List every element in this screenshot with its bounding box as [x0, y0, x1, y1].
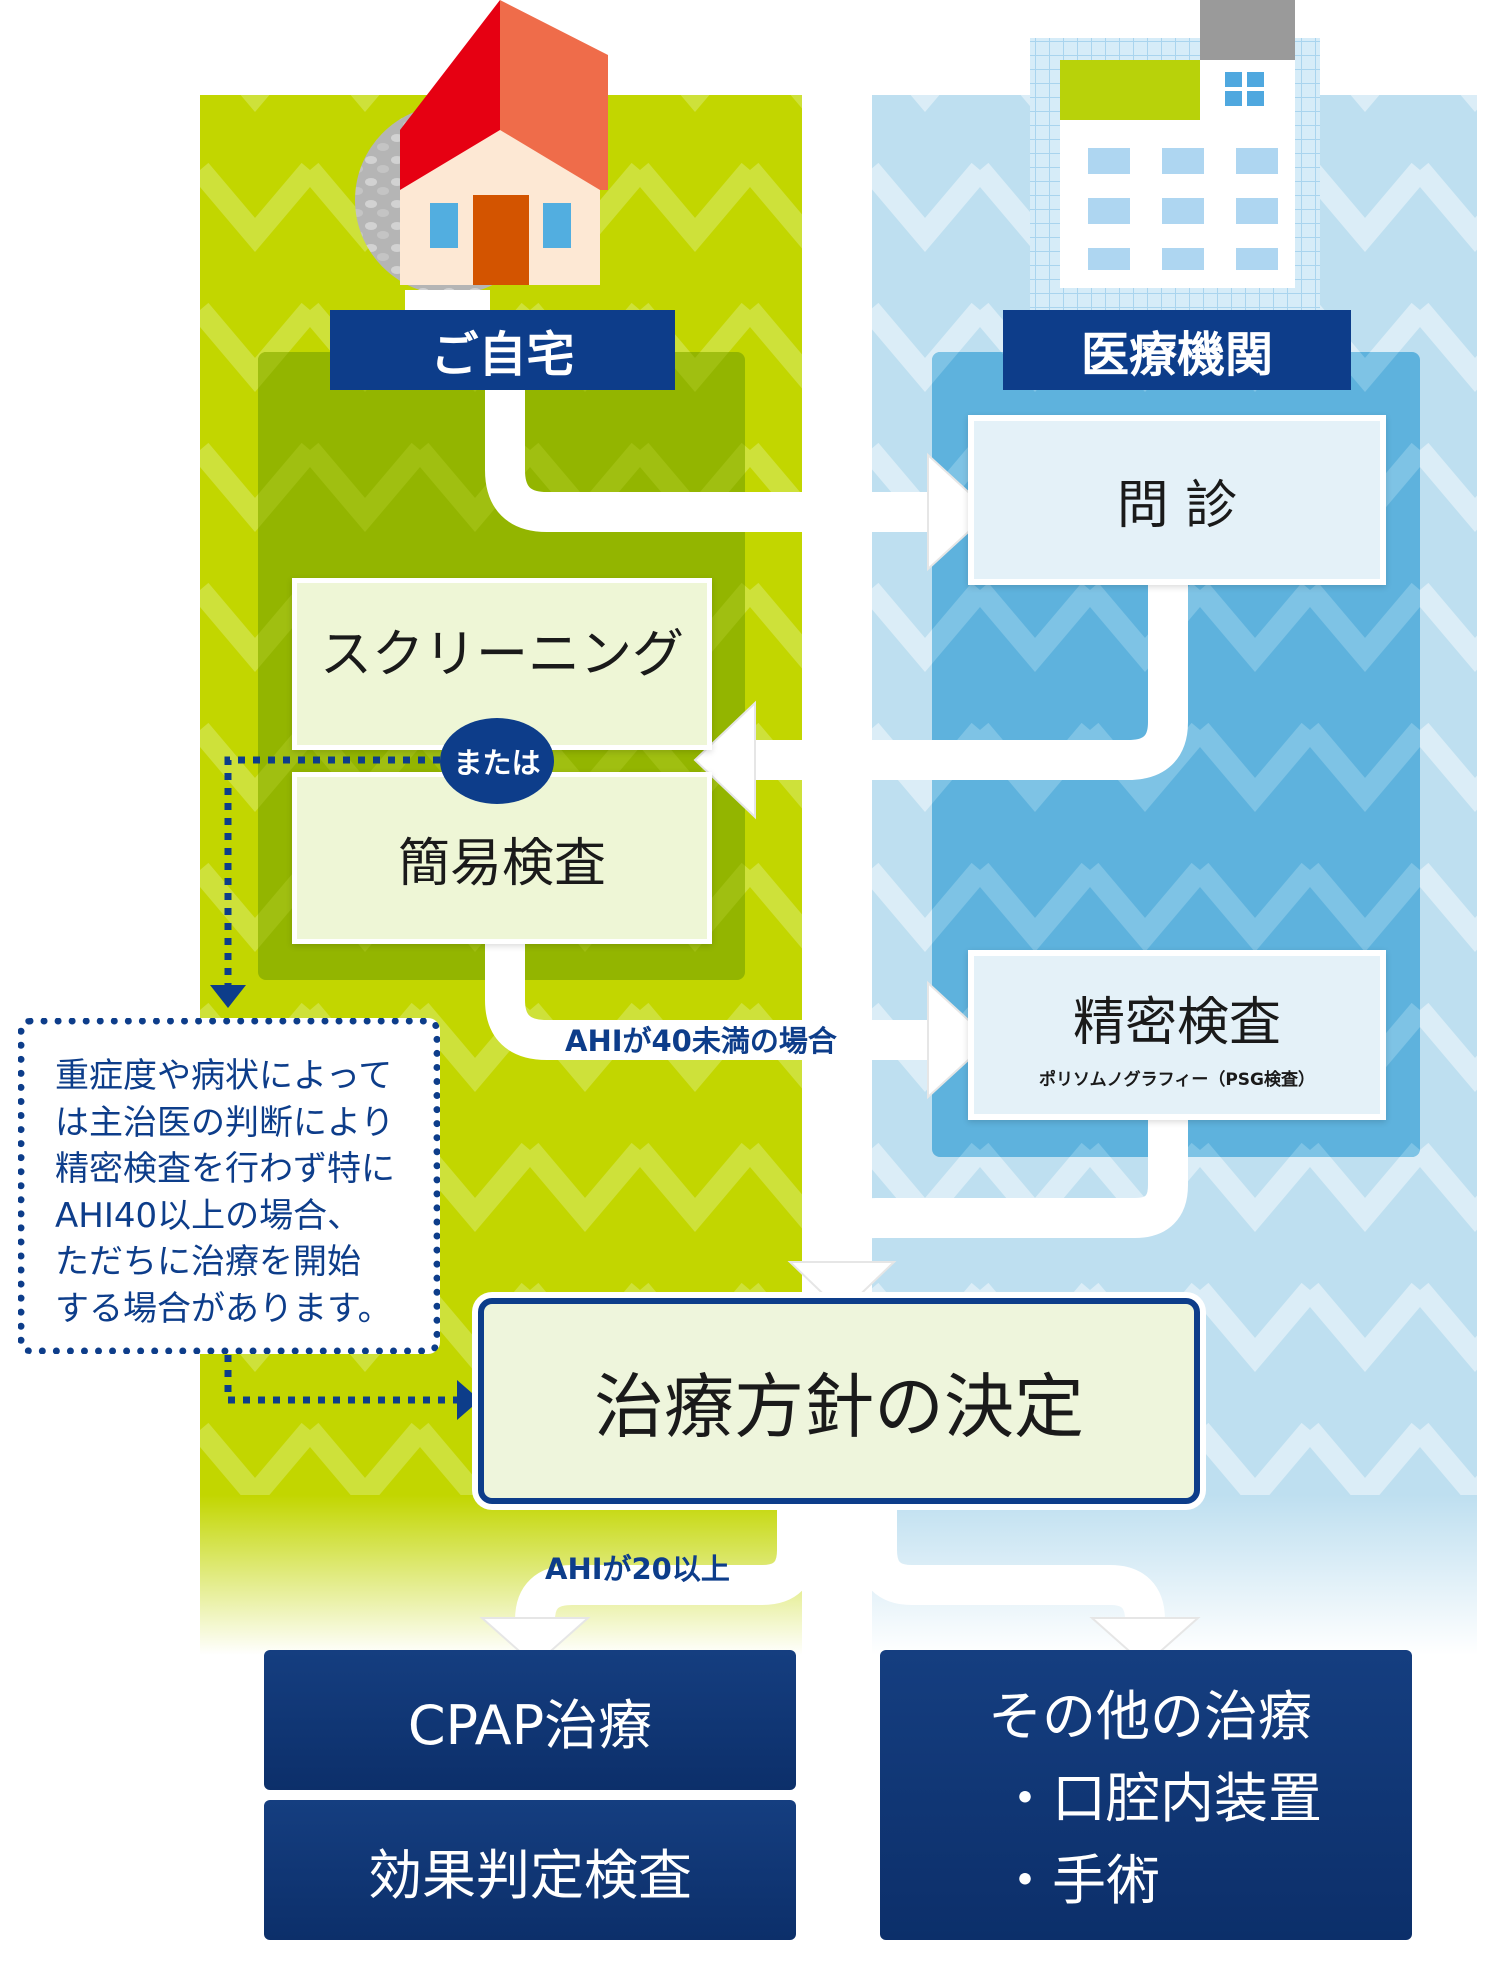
note-line: AHI40以上の場合、: [55, 1195, 362, 1236]
cpap-treatment: CPAP治療: [264, 1650, 796, 1790]
home-lane-label: ご自宅: [330, 310, 675, 390]
surgery-item: ・手術: [998, 1849, 1160, 1912]
note-line: 精密検査を行わず特に: [55, 1149, 395, 1189]
house-icon: [355, 0, 608, 330]
ahi-20-plus-label: AHIが20以上: [545, 1552, 730, 1586]
note-line: ただちに治療を開始: [55, 1242, 361, 1282]
note-line: は主治医の判断により: [55, 1102, 395, 1143]
effect-test: 効果判定検査: [264, 1800, 796, 1940]
decision-step: 治療方針の決定: [478, 1298, 1200, 1504]
or-badge: または: [440, 718, 554, 804]
detailed-test-step: 精密検査 ポリソムノグラフィー（PSG検査）: [968, 950, 1386, 1120]
note-line: 重症度や病状によって: [55, 1056, 393, 1096]
other-treatments-title: その他の治療: [988, 1685, 1312, 1748]
ahi-under-40-label: AHIが40未満の場合: [565, 1024, 837, 1058]
note-box: 重症度や病状によって は主治医の判断により 精密検査を行わず特に AHI40以上…: [18, 1018, 440, 1354]
note-line: する場合があります。: [55, 1288, 392, 1329]
hospital-lane-label: 医療機関: [1003, 310, 1351, 390]
hospital-building-icon: [1030, 0, 1320, 310]
detailed-test-label: 精密検査: [1072, 993, 1281, 1053]
other-treatments: その他の治療 ・口腔内装置 ・手術: [880, 1650, 1412, 1940]
detailed-test-sublabel: ポリソムノグラフィー（PSG検査）: [1039, 1070, 1315, 1090]
oral-device-item: ・口腔内装置: [998, 1767, 1322, 1830]
interview-step: 問 診: [968, 415, 1386, 585]
